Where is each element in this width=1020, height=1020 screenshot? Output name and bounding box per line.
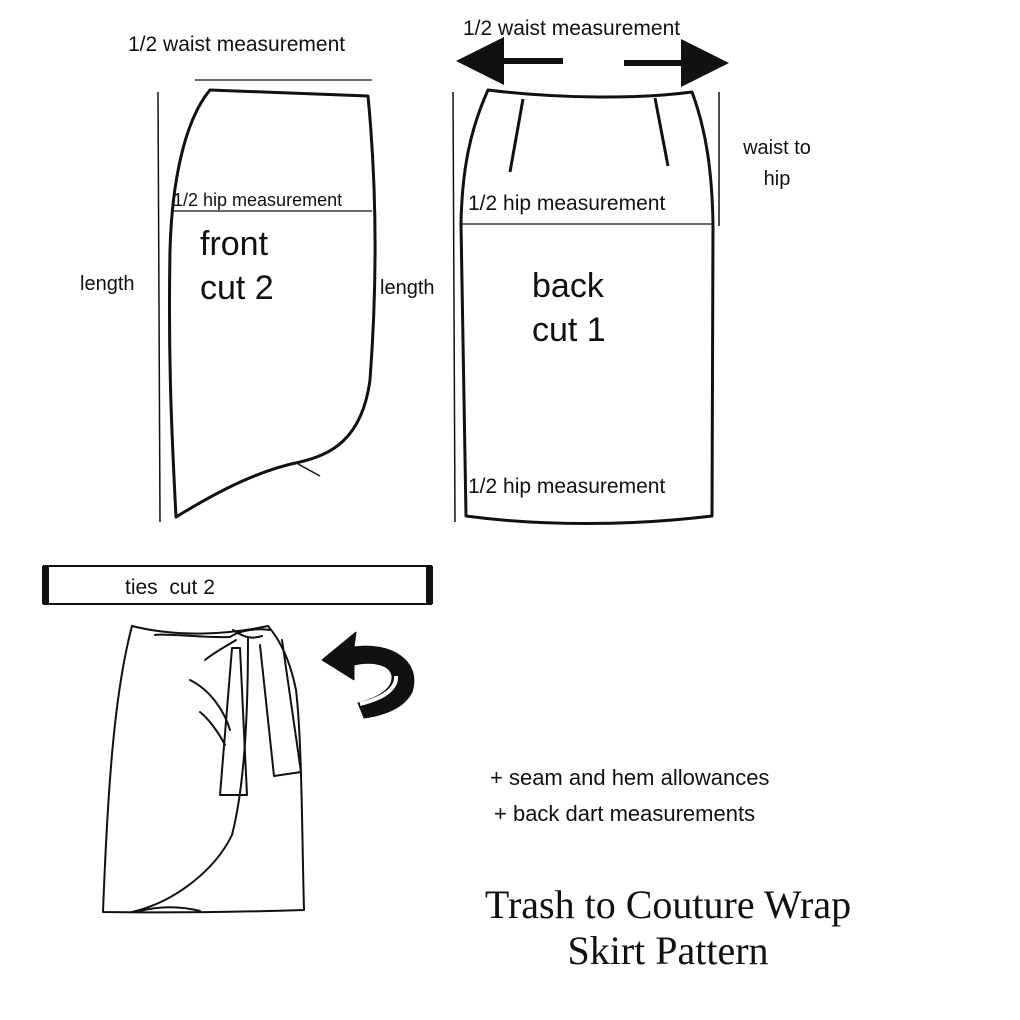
- back-waist-label: 1/2 waist measurement: [463, 17, 681, 40]
- front-length-line: [157, 91, 161, 523]
- back-piece-name: back cut 1: [532, 267, 606, 350]
- back-hip-label: 1/2 hip measurement: [468, 192, 666, 215]
- note-seam-allowances: + seam and hem allowances: [490, 765, 770, 790]
- back-left-dart: [508, 98, 525, 173]
- curved-arrow-icon: [321, 631, 415, 719]
- curved-arrow-tail: [359, 675, 399, 706]
- waist-to-hip-label: waist to hip: [743, 137, 811, 190]
- pattern-title: Trash to Couture Wrap Skirt Pattern: [430, 882, 906, 974]
- back-piece-outline: [459, 88, 715, 525]
- front-notch: [297, 463, 321, 477]
- notes-list: + seam and hem allowances + back dart mea…: [490, 760, 769, 832]
- wrap-skirt-illustration: [102, 625, 305, 914]
- back-length-label: length: [380, 277, 435, 299]
- back-hem-label: 1/2 hip measurement: [468, 475, 666, 498]
- front-hip-label: 1/2 hip measurement: [173, 190, 343, 210]
- ties-strip: [43, 565, 432, 605]
- front-length-label: length: [80, 273, 135, 295]
- ties-label: ties cut 2: [125, 576, 215, 599]
- title-line-1: Trash to Couture Wrap: [484, 882, 852, 927]
- front-waist-label: 1/2 waist measurement: [128, 33, 346, 56]
- ties-strip-left-end: [42, 566, 49, 604]
- front-piece-name: front cut 2: [200, 225, 274, 308]
- back-length-line: [452, 91, 456, 523]
- back-right-dart: [653, 97, 670, 167]
- title-line-2: Skirt Pattern: [567, 928, 769, 973]
- front-piece-outline: [167, 88, 377, 519]
- note-dart-measurements: + back dart measurements: [494, 801, 756, 826]
- ties-strip-right-end: [426, 566, 433, 604]
